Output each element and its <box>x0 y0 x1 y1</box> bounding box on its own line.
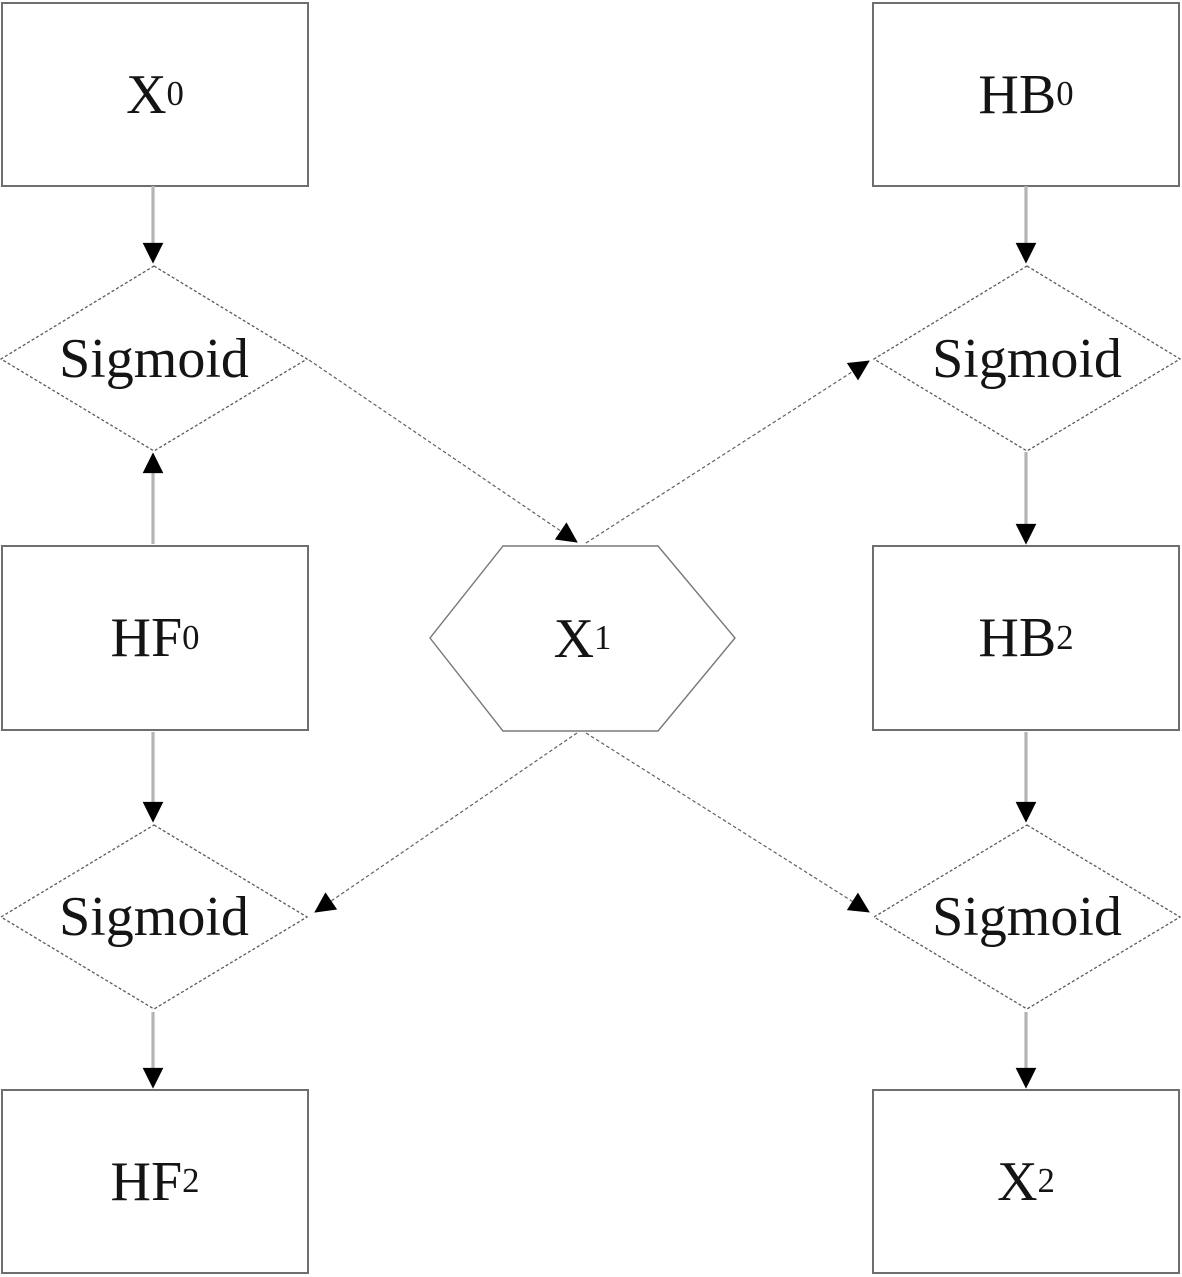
edge-sigmoid-tl-to-x1 <box>308 359 578 543</box>
node-hf0-box <box>1 545 309 731</box>
node-x0-box <box>1 2 309 187</box>
node-x1-hexagon <box>429 545 736 732</box>
edge-x1-to-sigmoid-br <box>585 732 870 913</box>
edge-x1-to-sigmoid-bl <box>314 732 578 913</box>
edge-x1-to-sigmoid-tr <box>585 360 870 544</box>
node-x2-box <box>872 1089 1180 1274</box>
node-hb2-box <box>872 545 1180 731</box>
node-hf2-box <box>1 1089 309 1274</box>
node-sigmoid-br-diamond <box>872 824 1182 1010</box>
node-sigmoid-tl-diamond <box>0 265 309 452</box>
node-sigmoid-tr-diamond <box>872 265 1182 452</box>
node-hb0-box <box>872 2 1180 187</box>
node-sigmoid-bl-diamond <box>0 824 309 1010</box>
